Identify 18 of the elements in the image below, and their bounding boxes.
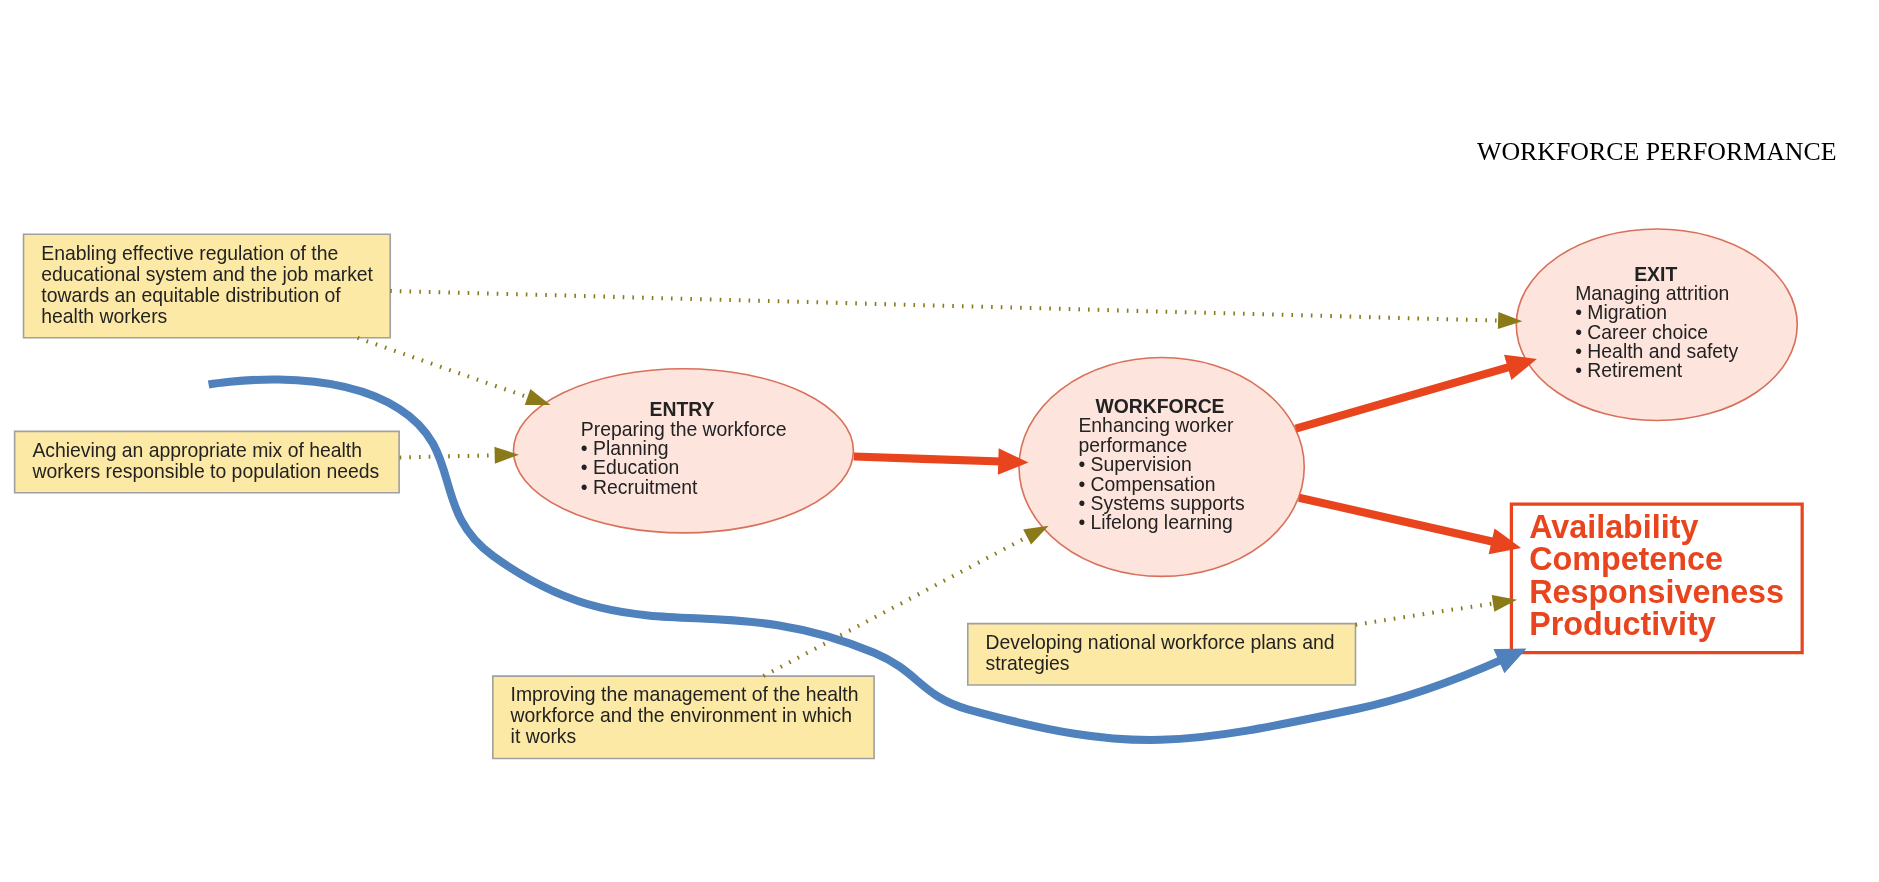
arrow	[208, 375, 1527, 744]
arrow	[1294, 354, 1537, 433]
node-ellipse: WORKFORCE Enhancing worker performance • Supervision • Compensation • Systems supports • Lifelong learning	[1018, 356, 1306, 577]
label: WORKFORCE PERFORMANCE	[1477, 136, 1837, 166]
node-box: Improving the management of the health workforce and the environment in which it works	[492, 674, 875, 759]
node-ellipse: EXIT Managing attrition • Migration • Career choice • Health and safety • Retirement	[1515, 227, 1799, 421]
arrow	[390, 288, 1523, 329]
arrow	[356, 335, 551, 405]
node-box: Availability Competence Responsiveness Productivity	[1509, 502, 1804, 654]
arrow	[1355, 594, 1518, 627]
node-box: Achieving an appropriate mix of health workers responsible to population needs	[13, 430, 400, 494]
node-box: Developing national workforce plans and strategies	[966, 622, 1357, 686]
arrow	[762, 525, 1049, 678]
arrow	[399, 446, 519, 464]
arrow	[853, 447, 1029, 475]
node-box: Enabling effective regulation of the educational system and the job market towards an equitable distribution of health workers	[22, 233, 392, 338]
node-ellipse: ENTRY Preparing the workforce • Planning • Education • Recruitment	[512, 367, 855, 534]
arrow	[1298, 493, 1522, 554]
